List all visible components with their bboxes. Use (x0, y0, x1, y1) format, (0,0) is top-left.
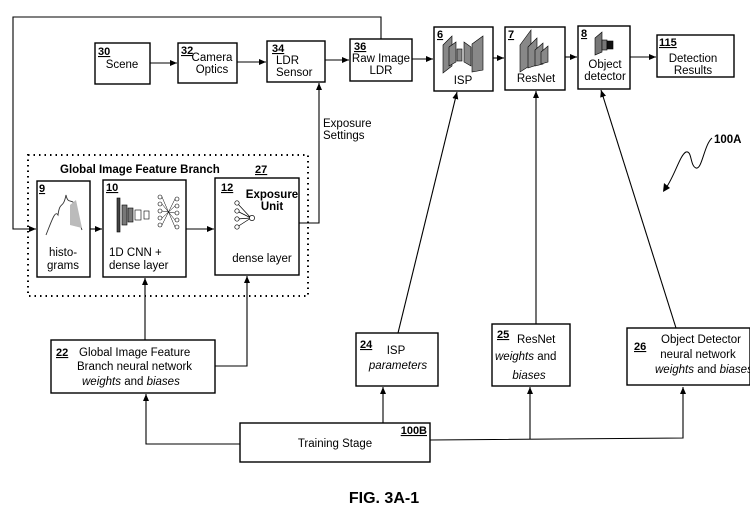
resnet-network-icon (519, 29, 549, 73)
reference-100a: 100A (663, 134, 742, 192)
svg-text:neural network: neural network (660, 349, 736, 361)
svg-text:LDR: LDR (369, 65, 392, 77)
exposure-settings-line (299, 83, 322, 224)
svg-text:34: 34 (272, 43, 285, 55)
svg-text:dense layer: dense layer (109, 260, 169, 272)
svg-text:dense layer: dense layer (232, 253, 292, 265)
ldr-sensor-box: 34 LDR Sensor (266, 40, 326, 83)
svg-text:Sensor: Sensor (276, 67, 313, 79)
svg-text:Global Image Feature: Global Image Feature (79, 347, 190, 359)
svg-text:25: 25 (497, 329, 509, 341)
svg-text:weights and biases: weights and biases (82, 376, 180, 388)
svg-text:Scene: Scene (106, 59, 139, 71)
svg-text:24: 24 (360, 339, 373, 351)
histograms-box: 9 histo- grams (36, 180, 91, 278)
svg-text:22: 22 (56, 347, 68, 359)
svg-text:Detection: Detection (669, 53, 718, 65)
svg-text:Object: Object (588, 59, 622, 71)
global-image-feature-branch: Global Image Feature Branch 27 9 histo- … (27, 154, 309, 297)
svg-text:100B: 100B (401, 425, 427, 437)
svg-text:Optics: Optics (196, 64, 229, 76)
detector-network-icon (594, 31, 614, 56)
svg-text:ISP: ISP (454, 75, 473, 87)
camera-optics-box: 32 Camera Optics (177, 42, 238, 84)
exposure-settings-label: Exposure (323, 118, 372, 130)
resnet-box: 7 ResNet (504, 26, 566, 91)
svg-text:histo-: histo- (49, 247, 77, 259)
exposure-unit-box: 12 Exposure Unit dense layer (214, 177, 300, 276)
svg-text:Object Detector: Object Detector (661, 334, 741, 346)
svg-text:detector: detector (584, 71, 626, 83)
svg-text:ResNet: ResNet (517, 334, 556, 346)
isp-network-icon (442, 35, 484, 74)
object-detector-box: 8 Object detector (577, 25, 631, 90)
connectors (12, 16, 686, 445)
svg-text:26: 26 (634, 341, 646, 353)
svg-text:115: 115 (659, 37, 677, 49)
feedback-line (12, 16, 382, 232)
svg-text:Raw Image: Raw Image (352, 53, 410, 65)
svg-text:32: 32 (181, 45, 193, 57)
dense-layer-icon (234, 200, 255, 230)
svg-text:ResNet: ResNet (517, 73, 556, 85)
svg-text:Training Stage: Training Stage (298, 438, 372, 450)
isp-parameters-box: 24 ISP parameters (355, 332, 439, 387)
cnn-network-icon (116, 194, 180, 233)
svg-text:Results: Results (674, 65, 713, 77)
scene-box: 30 Scene (94, 42, 151, 85)
svg-text:10: 10 (106, 182, 118, 194)
svg-text:Branch neural network: Branch neural network (77, 361, 192, 373)
resnet-weights-box: 25 ResNet weights and biases (491, 323, 571, 387)
svg-text:Exposure: Exposure (246, 189, 298, 201)
detection-results-box: 115 Detection Results (656, 34, 735, 78)
svg-text:9: 9 (39, 183, 45, 195)
gifb-weights-box: 22 Global Image Feature Branch neural ne… (50, 339, 216, 394)
svg-text:ISP: ISP (387, 345, 406, 357)
svg-text:Camera: Camera (192, 52, 234, 64)
training-stage-box: 100B Training Stage (239, 422, 431, 463)
svg-text:30: 30 (98, 46, 110, 58)
svg-text:weights and: weights and (495, 351, 556, 363)
svg-text:grams: grams (47, 260, 79, 272)
svg-text:parameters: parameters (368, 360, 427, 372)
isp-box: 6 ISP (433, 26, 494, 92)
svg-text:6: 6 (437, 29, 443, 41)
svg-text:7: 7 (508, 29, 514, 41)
object-detector-weights-box: 26 Object Detector neural network weight… (626, 327, 750, 386)
svg-text:100A: 100A (714, 134, 742, 146)
raw-image-ldr-box: 36 Raw Image LDR (349, 38, 413, 82)
svg-text:LDR: LDR (276, 55, 299, 67)
svg-text:12: 12 (221, 182, 233, 194)
svg-text:weights and biases: weights and biases (655, 364, 750, 376)
exposure-settings-label-2: Settings (323, 130, 365, 142)
svg-text:Unit: Unit (261, 201, 284, 213)
branch-title: Global Image Feature Branch (60, 164, 220, 176)
figure-label: FIG. 3A-1 (349, 490, 419, 507)
cnn-box: 10 1D CNN + dense layer (102, 179, 187, 278)
svg-text:1D CNN +: 1D CNN + (109, 247, 162, 259)
svg-text:biases: biases (512, 370, 545, 382)
svg-text:36: 36 (354, 41, 366, 53)
svg-text:8: 8 (581, 28, 587, 40)
svg-text:27: 27 (255, 164, 267, 176)
